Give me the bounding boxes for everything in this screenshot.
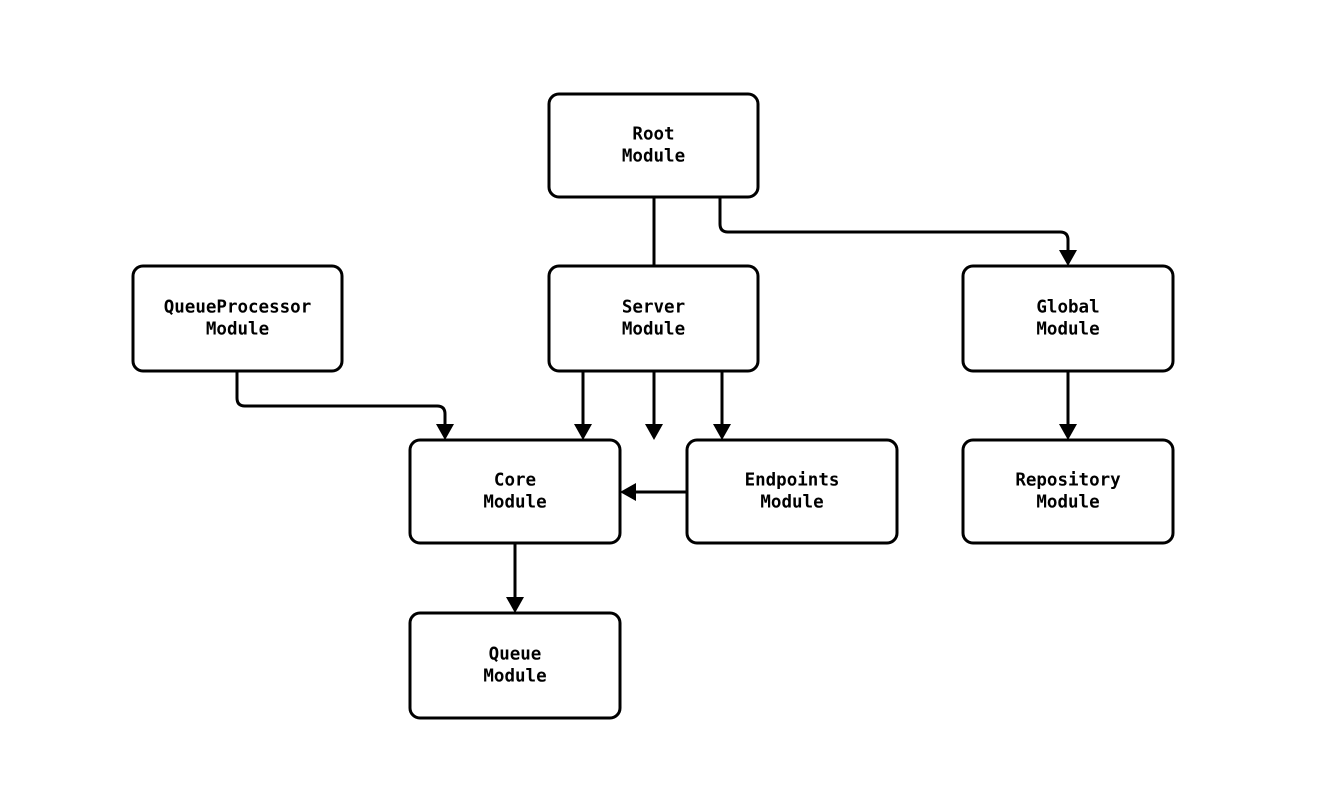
edges-layer	[235, 197, 1077, 613]
queue-module-node-label-line1: Queue	[489, 645, 542, 665]
core-module-node-label-line2: Module	[483, 493, 546, 513]
edge-root-to-server-arrowhead	[645, 424, 663, 440]
core-module-node-box[interactable]	[408, 438, 622, 545]
root-module-node-box[interactable]	[547, 92, 760, 199]
edge-core-to-queue	[506, 543, 524, 613]
server-module-node-box[interactable]	[547, 264, 760, 373]
queueprocessor-module-node-label-line2: Module	[206, 320, 269, 340]
edge-endpoints-to-core-arrowhead	[620, 483, 636, 501]
edge-root-to-global-line	[718, 197, 1070, 250]
global-module-node-box[interactable]	[961, 264, 1175, 373]
edge-server-to-core	[574, 371, 592, 440]
queue-module-node-box[interactable]	[408, 611, 622, 720]
queueprocessor-module-node-box[interactable]	[131, 264, 344, 373]
edge-root-to-global	[718, 197, 1077, 266]
edge-global-to-repository-arrowhead	[1059, 424, 1077, 440]
queueprocessor-module-node-label-line1: QueueProcessor	[164, 298, 312, 318]
core-module-node-label-line1: Core	[494, 471, 536, 491]
server-module-node-label-line1: Server	[622, 298, 685, 318]
edge-global-to-repository	[1059, 371, 1077, 440]
edge-queueprocessor-to-core-arrowhead	[436, 424, 454, 440]
repository-module-node-label-line2: Module	[1036, 493, 1099, 513]
edge-server-to-endpoints	[713, 371, 731, 440]
endpoints-module-node-label-line2: Module	[760, 493, 823, 513]
repository-module-node-label-line1: Repository	[1015, 471, 1121, 491]
repository-module-node-box[interactable]	[961, 438, 1175, 545]
edge-queueprocessor-to-core-line	[235, 371, 447, 424]
edge-queueprocessor-to-core	[235, 371, 454, 440]
root-module-node-label-line2: Module	[622, 147, 685, 167]
global-module-node-label-line1: Global	[1036, 298, 1099, 318]
nodes-layer: RootModuleQueueProcessorModuleServerModu…	[131, 92, 1175, 720]
edge-endpoints-to-core	[620, 483, 687, 501]
edge-root-to-global-arrowhead	[1059, 250, 1077, 266]
edge-server-to-endpoints-arrowhead	[713, 424, 731, 440]
root-module-node-label-line1: Root	[632, 125, 674, 145]
global-module-node-label-line2: Module	[1036, 320, 1099, 340]
edge-core-to-queue-arrowhead	[506, 597, 524, 613]
queue-module-node-label-line2: Module	[483, 667, 546, 687]
server-module-node-label-line2: Module	[622, 320, 685, 340]
endpoints-module-node-box[interactable]	[685, 438, 899, 545]
endpoints-module-node-label-line1: Endpoints	[745, 471, 840, 491]
edge-server-to-core-arrowhead	[574, 424, 592, 440]
